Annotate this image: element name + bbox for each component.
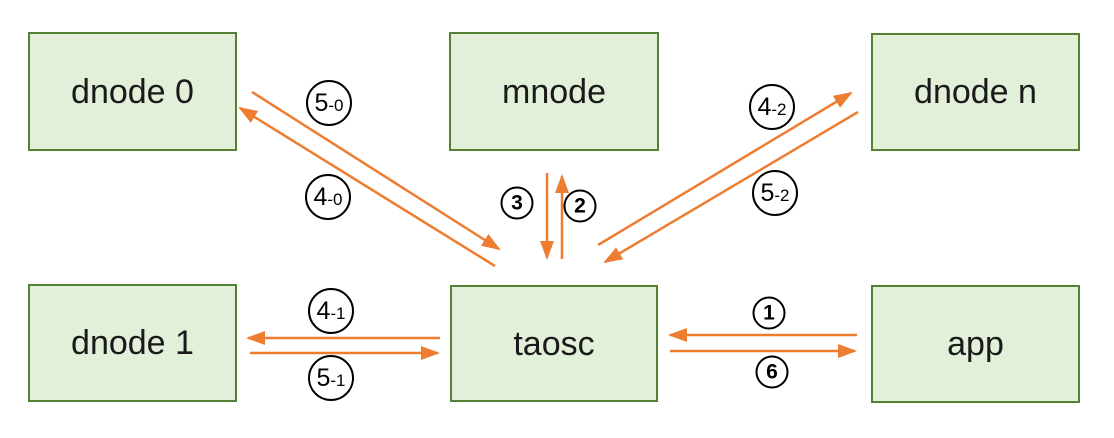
arrow-5-0 bbox=[251, 90, 501, 251]
edge-label-5-1-suffix: -1 bbox=[330, 370, 346, 390]
node-dnode0: dnode 0 bbox=[28, 32, 237, 151]
node-taosc: taosc bbox=[450, 285, 658, 402]
arrow-lines-group bbox=[238, 90, 859, 360]
node-dnoden: dnode n bbox=[871, 33, 1080, 151]
node-taosc-label: taosc bbox=[513, 324, 595, 363]
edge-label-5-0-main: 5 bbox=[314, 88, 329, 117]
arrow-4-0 bbox=[238, 106, 496, 268]
node-dnode1: dnode 1 bbox=[28, 284, 237, 402]
edge-label-3-main: 3 bbox=[511, 191, 523, 215]
edge-label-4-0-suffix: -0 bbox=[327, 189, 343, 209]
edge-label-4-2: 4-2 bbox=[749, 84, 795, 130]
edge-label-4-1-main: 4 bbox=[316, 296, 331, 325]
node-app: app bbox=[871, 285, 1080, 403]
node-app-label: app bbox=[947, 325, 1004, 363]
edge-label-4-2-main: 4 bbox=[757, 92, 772, 121]
node-dnode1-label: dnode 1 bbox=[71, 324, 194, 362]
edge-label-5-1: 5-1 bbox=[308, 355, 354, 401]
node-mnode: mnode bbox=[449, 32, 659, 151]
edge-label-5-2: 5-2 bbox=[752, 170, 798, 216]
edge-label-5-0: 5-0 bbox=[306, 80, 352, 126]
edge-label-5-2-suffix: -2 bbox=[774, 185, 790, 205]
edge-label-1-main: 1 bbox=[763, 301, 775, 325]
edge-label-2: 2 bbox=[563, 189, 597, 223]
edge-label-6: 6 bbox=[755, 355, 789, 389]
edge-label-2-main: 2 bbox=[574, 194, 586, 218]
node-dnoden-label: dnode n bbox=[914, 73, 1037, 111]
node-dnode0-label: dnode 0 bbox=[71, 72, 194, 111]
edge-label-4-0: 4-0 bbox=[305, 174, 351, 220]
edge-label-4-1: 4-1 bbox=[308, 288, 354, 334]
edge-label-4-0-main: 4 bbox=[313, 182, 328, 211]
edge-label-4-2-suffix: -2 bbox=[771, 99, 787, 119]
edge-label-1: 1 bbox=[752, 296, 786, 330]
edge-label-6-main: 6 bbox=[766, 360, 778, 384]
arrow-4-2 bbox=[597, 91, 853, 247]
edge-label-5-0-suffix: -0 bbox=[328, 95, 344, 115]
arrow-5-2 bbox=[603, 110, 859, 264]
edge-label-3: 3 bbox=[500, 186, 534, 220]
node-mnode-label: mnode bbox=[502, 72, 606, 111]
edge-label-5-2-main: 5 bbox=[760, 178, 775, 207]
edge-label-4-1-suffix: -1 bbox=[330, 303, 346, 323]
edge-label-5-1-main: 5 bbox=[316, 363, 331, 392]
